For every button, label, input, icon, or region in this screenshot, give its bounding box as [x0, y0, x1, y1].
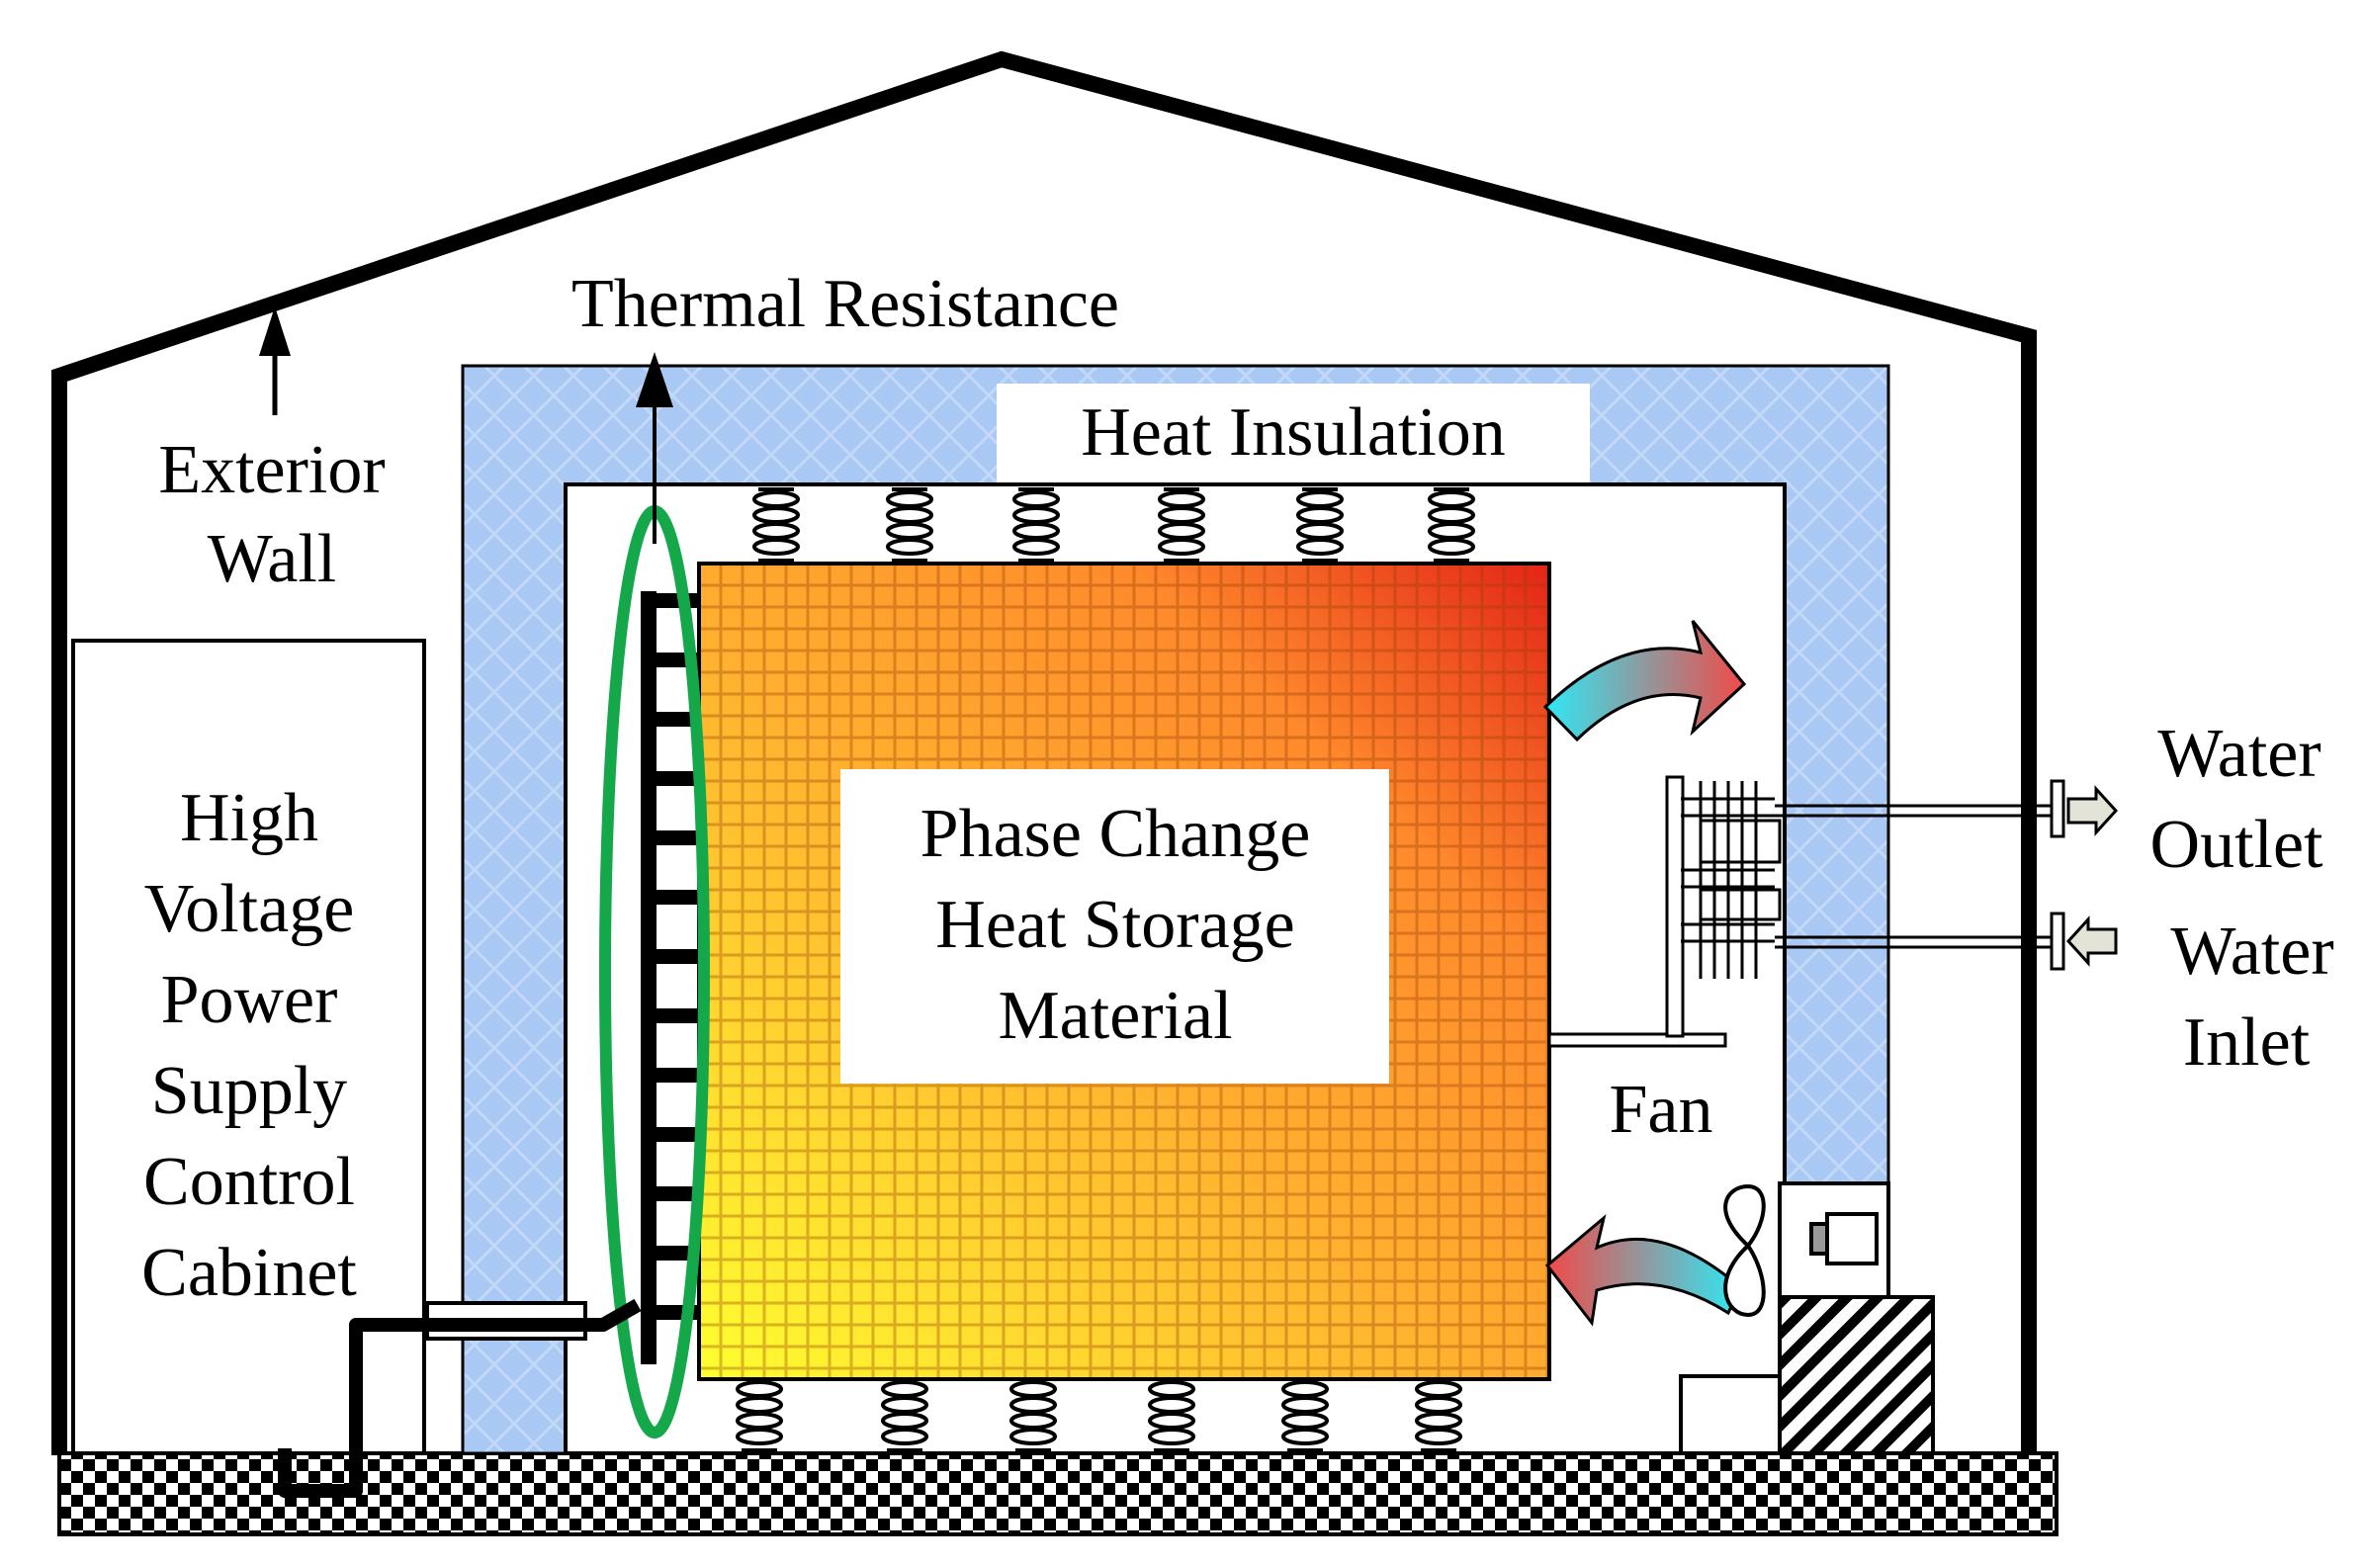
thermal-resistance-arrowhead — [636, 352, 673, 407]
pcm-label-line1: Phase Change — [920, 796, 1311, 872]
resistance-heater — [641, 591, 698, 1364]
water-inlet-arrow — [2065, 915, 2118, 967]
fan-label: Fan — [1610, 1072, 1713, 1148]
airflow-arrow-bottom — [1544, 1213, 1742, 1327]
ground-base — [57, 1451, 2058, 1536]
cabinet-label-line6: Cabinet — [141, 1235, 357, 1311]
cabinet-label-line5: Control — [143, 1144, 355, 1220]
cabinet-label-line3: Power — [161, 962, 338, 1038]
water-inlet-label-line1: Water — [2170, 914, 2333, 990]
power-cable — [278, 1298, 642, 1498]
springs-top — [752, 487, 1476, 563]
fan-icon — [1679, 1181, 1935, 1455]
water-outlet-label-line2: Outlet — [2150, 807, 2324, 883]
water-outlet-arrow — [2066, 785, 2119, 836]
thermal-resistance-label: Thermal Resistance — [571, 266, 1119, 342]
airflow-arrow-top — [1542, 620, 1747, 742]
heat-exchanger — [1547, 775, 2065, 1048]
exterior-wall — [51, 50, 2037, 1455]
pcm-label-line3: Material — [998, 978, 1232, 1054]
pcm-label-line2: Heat Storage — [935, 887, 1294, 963]
heat-insulation-label-box — [997, 384, 1590, 482]
cabinet-label-line1: High — [180, 780, 318, 856]
exterior-wall-arrowhead — [259, 306, 291, 356]
water-inlet-label-line2: Inlet — [2183, 1004, 2311, 1081]
heat-insulation-label: Heat Insulation — [1081, 394, 1506, 471]
exterior-wall-label-line2: Wall — [208, 521, 336, 597]
cabinet-label-line4: Supply — [151, 1053, 347, 1129]
pcm-label-box — [840, 769, 1389, 1084]
cabinet-label-line2: Voltage — [144, 871, 355, 947]
water-outlet-label-line1: Water — [2157, 716, 2321, 792]
exterior-wall-label-line1: Exterior — [158, 432, 385, 508]
